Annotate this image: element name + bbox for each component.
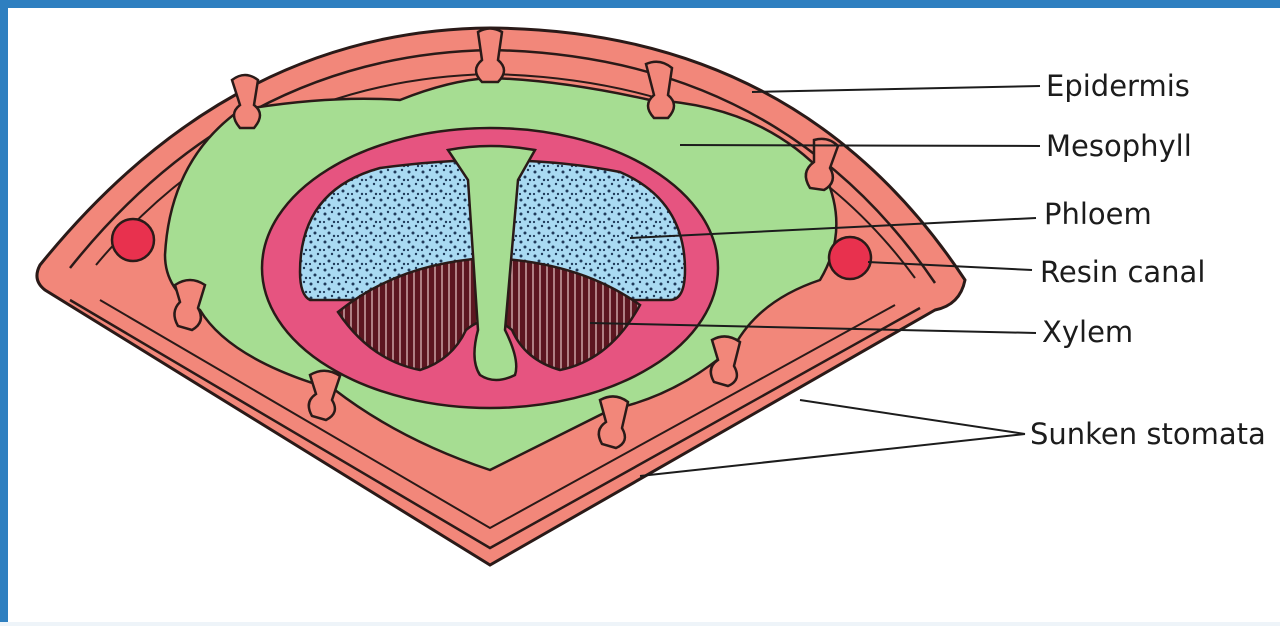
label-xylem: Xylem [1042, 315, 1133, 349]
label-phloem: Phloem [1044, 197, 1152, 231]
label-epidermis: Epidermis [1046, 69, 1190, 103]
label-resin-canal: Resin canal [1040, 255, 1205, 289]
label-mesophyll: Mesophyll [1046, 129, 1192, 163]
label-sunken-stomata: Sunken stomata [1030, 417, 1266, 451]
